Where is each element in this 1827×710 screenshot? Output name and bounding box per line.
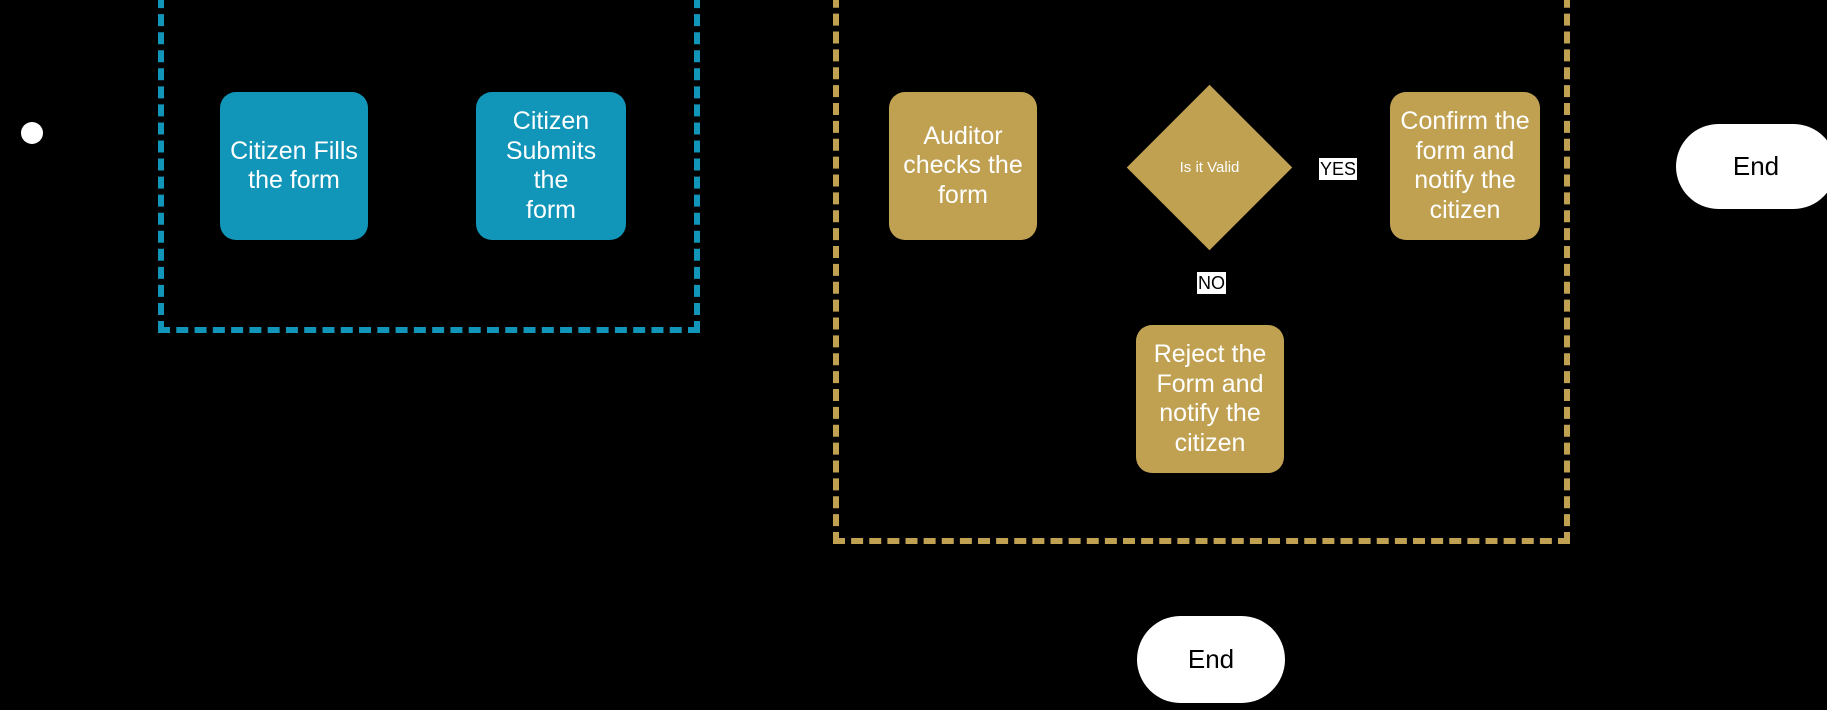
- node-confirm-the-form-and-notify-the-citizen[interactable]: Confirm the form and notify the citizen: [1390, 92, 1540, 240]
- node-is-it-valid-decision[interactable]: Is it Valid: [1126, 84, 1293, 251]
- auditor-lane-container: [833, 0, 1570, 544]
- node-citizen-submits-the-form[interactable]: Citizen Submits the form: [476, 92, 626, 240]
- start-node[interactable]: [21, 122, 43, 144]
- node-reject-the-form-and-notify-the-citizen[interactable]: Reject the Form and notify the citizen: [1136, 325, 1284, 473]
- citizen-lane-container: [158, 0, 700, 333]
- end-node-bottom[interactable]: End: [1137, 616, 1285, 703]
- edge-label-no: NO: [1197, 272, 1226, 294]
- edge-label-yes: YES: [1319, 158, 1358, 180]
- decision-label: Is it Valid: [1179, 159, 1240, 176]
- node-auditor-checks-the-form[interactable]: Auditor checks the form: [889, 92, 1037, 240]
- node-citizen-fills-the-form[interactable]: Citizen Fills the form: [220, 92, 368, 240]
- end-node-right[interactable]: End: [1676, 124, 1827, 209]
